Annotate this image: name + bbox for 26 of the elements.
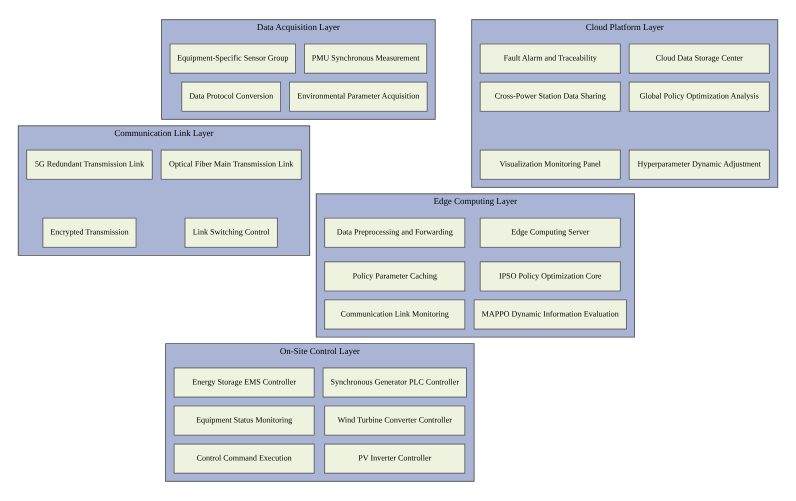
node-box: Edge Computing Server bbox=[480, 218, 621, 248]
node-box: Control Command Execution bbox=[174, 444, 315, 474]
node-box: Optical Fiber Main Transmission Link bbox=[160, 150, 302, 180]
node-box: Hyperparameter Dynamic Adjustment bbox=[628, 150, 770, 180]
node-box: 5G Redundant Transmission Link bbox=[26, 150, 153, 180]
node-box: Global Policy Optimization Analysis bbox=[628, 82, 770, 112]
node-box: Equipment Status Monitoring bbox=[174, 406, 315, 436]
node-box: Equipment-Specific Sensor Group bbox=[170, 44, 296, 74]
node-box: Policy Parameter Caching bbox=[324, 261, 466, 292]
node-box: MAPPO Dynamic Information Evaluation bbox=[474, 300, 627, 330]
node-box: Environmental Parameter Acquisition bbox=[289, 82, 428, 112]
node-box: Communication Link Monitoring bbox=[324, 300, 466, 330]
node-box: Data Preprocessing and Forwarding bbox=[324, 218, 466, 248]
node-box: PMU Synchronous Measurement bbox=[304, 44, 428, 74]
node-box: Data Protocol Conversion bbox=[181, 82, 281, 112]
node-box: Visualization Monitoring Panel bbox=[480, 150, 621, 180]
node-box: Cloud Data Storage Center bbox=[628, 44, 770, 74]
node-box: IPSO Policy Optimization Core bbox=[480, 261, 621, 292]
node-box: Encrypted Transmission bbox=[42, 218, 136, 248]
node-box: PV Inverter Controller bbox=[324, 444, 466, 474]
node-box: Synchronous Generator PLC Controller bbox=[322, 368, 467, 398]
node-box: Energy Storage EMS Controller bbox=[174, 368, 315, 398]
node-box: Link Switching Control bbox=[184, 218, 278, 248]
node-box: Fault Alarm and Traceability bbox=[480, 44, 621, 74]
node-box: Wind Turbine Converter Controller bbox=[324, 406, 466, 436]
node-box: Cross-Power Station Data Sharing bbox=[480, 82, 621, 112]
